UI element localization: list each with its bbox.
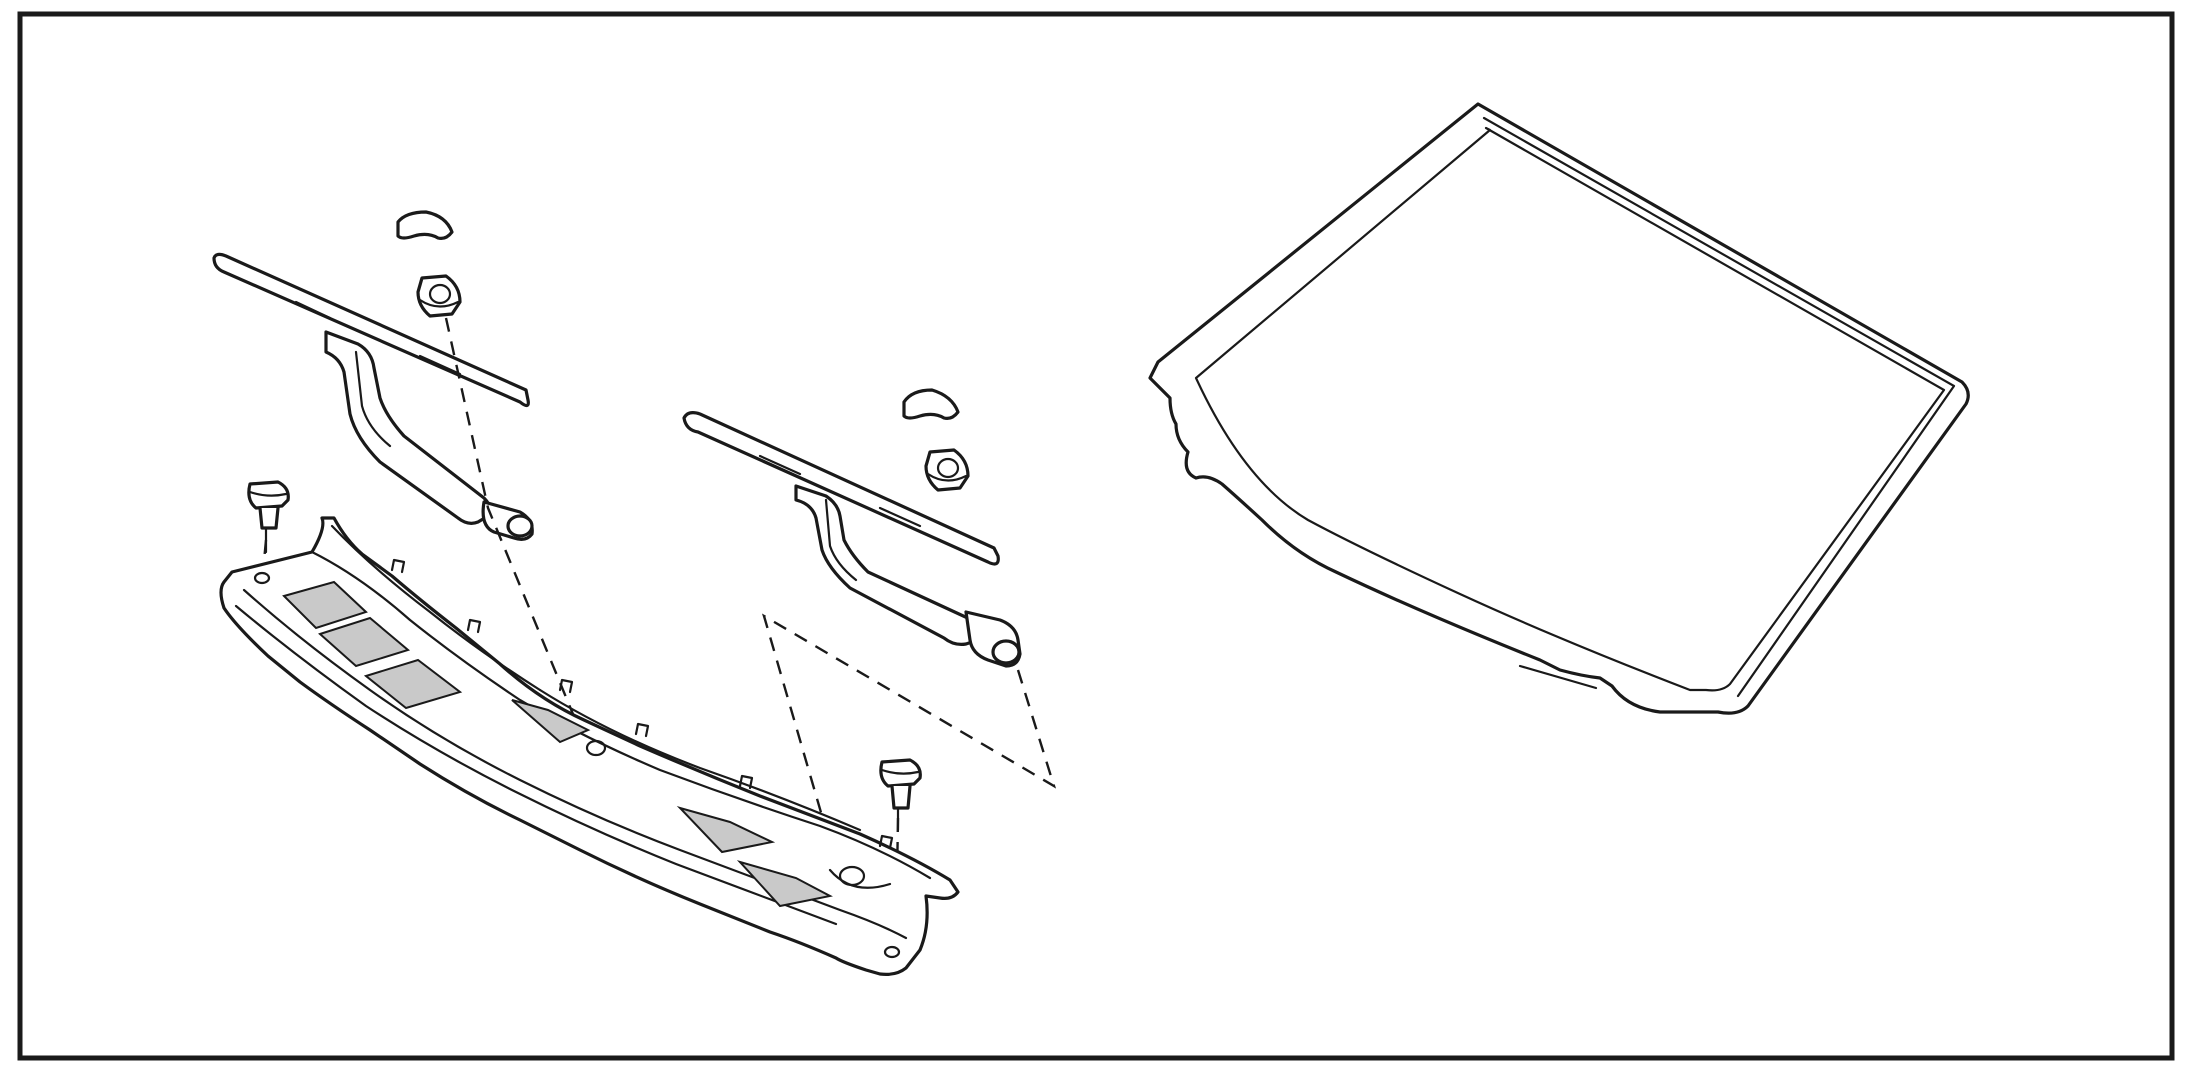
leader-line-left-nut bbox=[444, 317, 598, 771]
push-clip-right bbox=[879, 758, 922, 832]
cowl-top-panel bbox=[219, 516, 960, 976]
wiper-arm-right bbox=[682, 411, 1022, 668]
push-clip-left bbox=[247, 480, 290, 554]
pivot-cap-right bbox=[902, 388, 960, 420]
wiper-arm-left bbox=[212, 252, 534, 541]
pivot-nut-right bbox=[924, 448, 970, 492]
windshield-glass bbox=[1148, 102, 1970, 715]
leader-line-right-nut bbox=[762, 613, 1057, 879]
diagram-frame bbox=[17, 11, 2175, 1061]
pivot-cap-left bbox=[396, 210, 454, 240]
pivot-nut-left bbox=[416, 274, 462, 318]
